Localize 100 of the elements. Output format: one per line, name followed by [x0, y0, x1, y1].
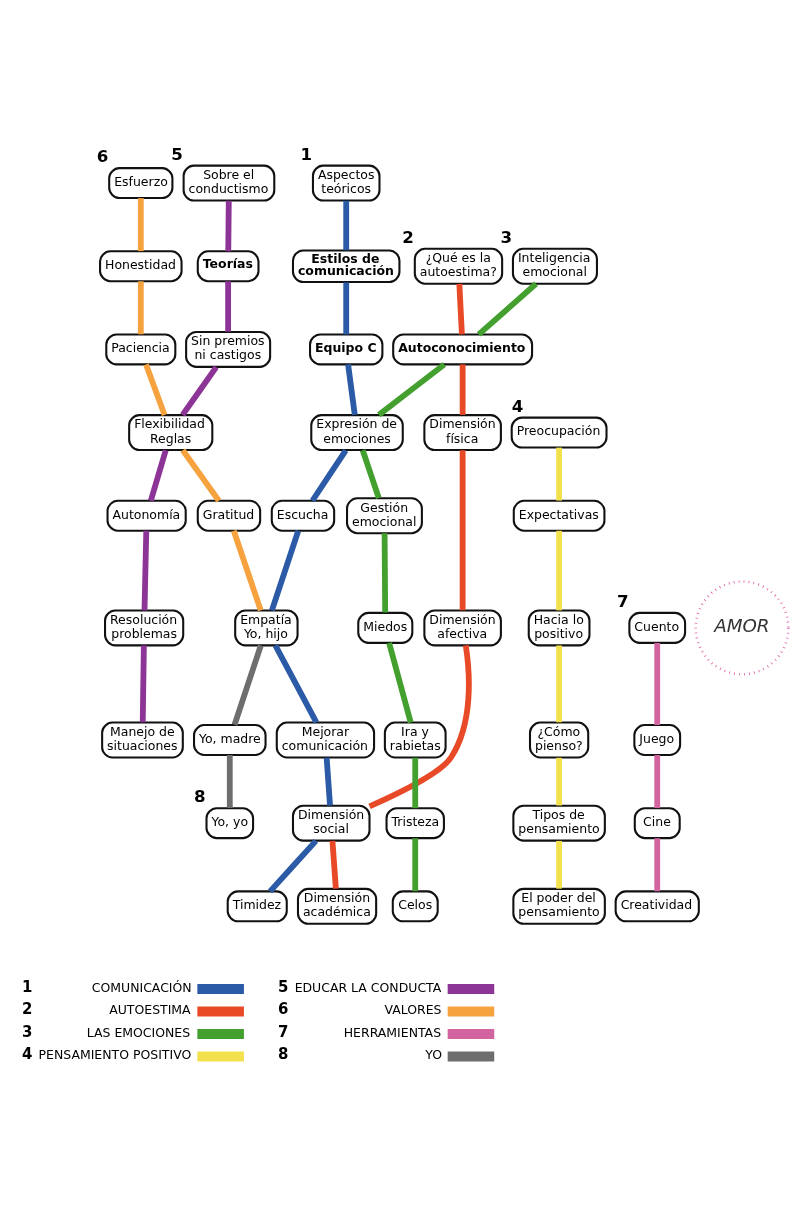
connector: [143, 363, 168, 416]
node-box: Dimensión física: [423, 414, 502, 452]
connector: [456, 283, 465, 335]
connector: [323, 757, 333, 806]
connector: [654, 755, 661, 809]
connector: [231, 529, 264, 612]
connector: [381, 533, 389, 613]
connector: [654, 838, 661, 892]
node-box: Sobre el conductismo: [182, 164, 276, 202]
node-label: 8: [194, 787, 206, 807]
node-box: Flexibilidad Reglas: [128, 414, 214, 452]
node-box: Cuento: [628, 611, 687, 644]
node-box: Celos: [391, 890, 439, 923]
node-box: Yo, madre: [193, 724, 267, 757]
node-box: Equipo C: [309, 333, 384, 366]
connector: [148, 449, 169, 502]
legend-label: PENSAMIENTO POSITIVO: [38, 1047, 192, 1063]
node-box: Cine: [633, 807, 681, 840]
node-box: Inteligencia emocional: [511, 247, 598, 285]
node-box: Yo, yo: [205, 807, 255, 840]
node-label: 2: [402, 227, 414, 247]
label: 3: [21, 1022, 33, 1041]
node-box: Gestión emocional: [346, 497, 423, 535]
node-box: Escucha: [270, 499, 336, 532]
node-label: 7: [616, 592, 629, 612]
connector: [654, 642, 661, 726]
connector: [476, 281, 538, 337]
node-box: Expectativas: [512, 499, 606, 532]
node-box: ¿Qué es la autoestima?: [413, 247, 504, 285]
label: 8: [278, 1045, 289, 1064]
legend-label: LAS EMOCIONES: [86, 1024, 191, 1040]
connector: [225, 281, 232, 332]
node-circle: AMOR: [694, 580, 790, 676]
node-box: Tristeza: [385, 807, 445, 840]
label: 2: [21, 1000, 33, 1019]
connector: [386, 642, 414, 724]
connector: [267, 838, 319, 894]
label: 5: [278, 977, 289, 996]
node-box: Sin premios ni castigos: [185, 330, 272, 368]
node-box: Ira y rabietas: [383, 721, 447, 759]
node-label: 6: [96, 147, 109, 167]
connector: [377, 362, 447, 418]
connector: [459, 364, 466, 415]
legend-label: COMUNICACIÓN: [91, 980, 192, 996]
node-box: Juego: [633, 724, 682, 757]
node-box: Esfuerzo: [108, 167, 174, 200]
connector: [269, 529, 302, 612]
node-box: Hacia lo positivo: [527, 609, 591, 647]
node-box: Honestidad: [99, 250, 183, 283]
connector: [139, 645, 147, 723]
connector: [225, 200, 232, 252]
node-label: 5: [171, 144, 183, 164]
node-box: Teorías: [196, 250, 260, 283]
node-box: Autoconocimiento: [392, 333, 534, 366]
connector: [343, 282, 350, 335]
node-box: ¿Cómo pienso?: [528, 721, 590, 759]
node-box: Mejorar comunicación: [275, 721, 376, 759]
legend-label: EDUCAR LA CONDUCTA: [294, 980, 442, 996]
connector: [368, 644, 472, 810]
node-box: Dimensión social: [291, 804, 371, 842]
node-box: Preocupación: [510, 416, 608, 449]
connector: [272, 644, 319, 724]
connector: [309, 448, 349, 503]
connector: [343, 200, 350, 251]
connector: [459, 450, 466, 611]
node-label: 3: [500, 227, 513, 247]
connector: [345, 364, 358, 416]
connector: [556, 447, 562, 501]
node-label: 4: [511, 396, 524, 416]
legend-label: HERRAMIENTAS: [343, 1024, 442, 1040]
node-box: Paciencia: [105, 333, 177, 366]
connector: [556, 840, 562, 889]
node-box: Empatía Yo, hijo: [234, 609, 299, 647]
connector: [137, 281, 144, 335]
node-box: Miedos: [357, 611, 414, 644]
connector: [231, 644, 264, 726]
node-box: Gratitud: [196, 499, 262, 532]
connector: [137, 198, 144, 252]
node-box: El poder del pensamiento: [512, 887, 606, 925]
label: 7: [278, 1022, 289, 1041]
node-box: Expresión de emociones: [310, 414, 404, 452]
node-box: Tipos de pensamiento: [512, 804, 606, 842]
node-box: Autonomía: [106, 499, 187, 532]
connector: [180, 365, 219, 417]
label: 1: [21, 977, 33, 996]
node-box: Dimensión académica: [296, 887, 378, 925]
node-box: Aspectos teóricos: [311, 164, 381, 202]
label: 4: [21, 1045, 33, 1064]
connector: [329, 840, 339, 889]
node-label: 1: [300, 144, 313, 164]
connector: [226, 755, 233, 809]
connector: [141, 530, 150, 611]
connector: [412, 838, 419, 892]
legend-label: VALORES: [384, 1002, 442, 1018]
legend-label: YO: [425, 1047, 442, 1063]
node-box: Timidez: [226, 890, 288, 923]
node-box: Resolución problemas: [104, 609, 185, 647]
node-box: Estilos de comunicación: [291, 249, 401, 284]
connector: [556, 530, 562, 611]
connector: [359, 449, 382, 499]
